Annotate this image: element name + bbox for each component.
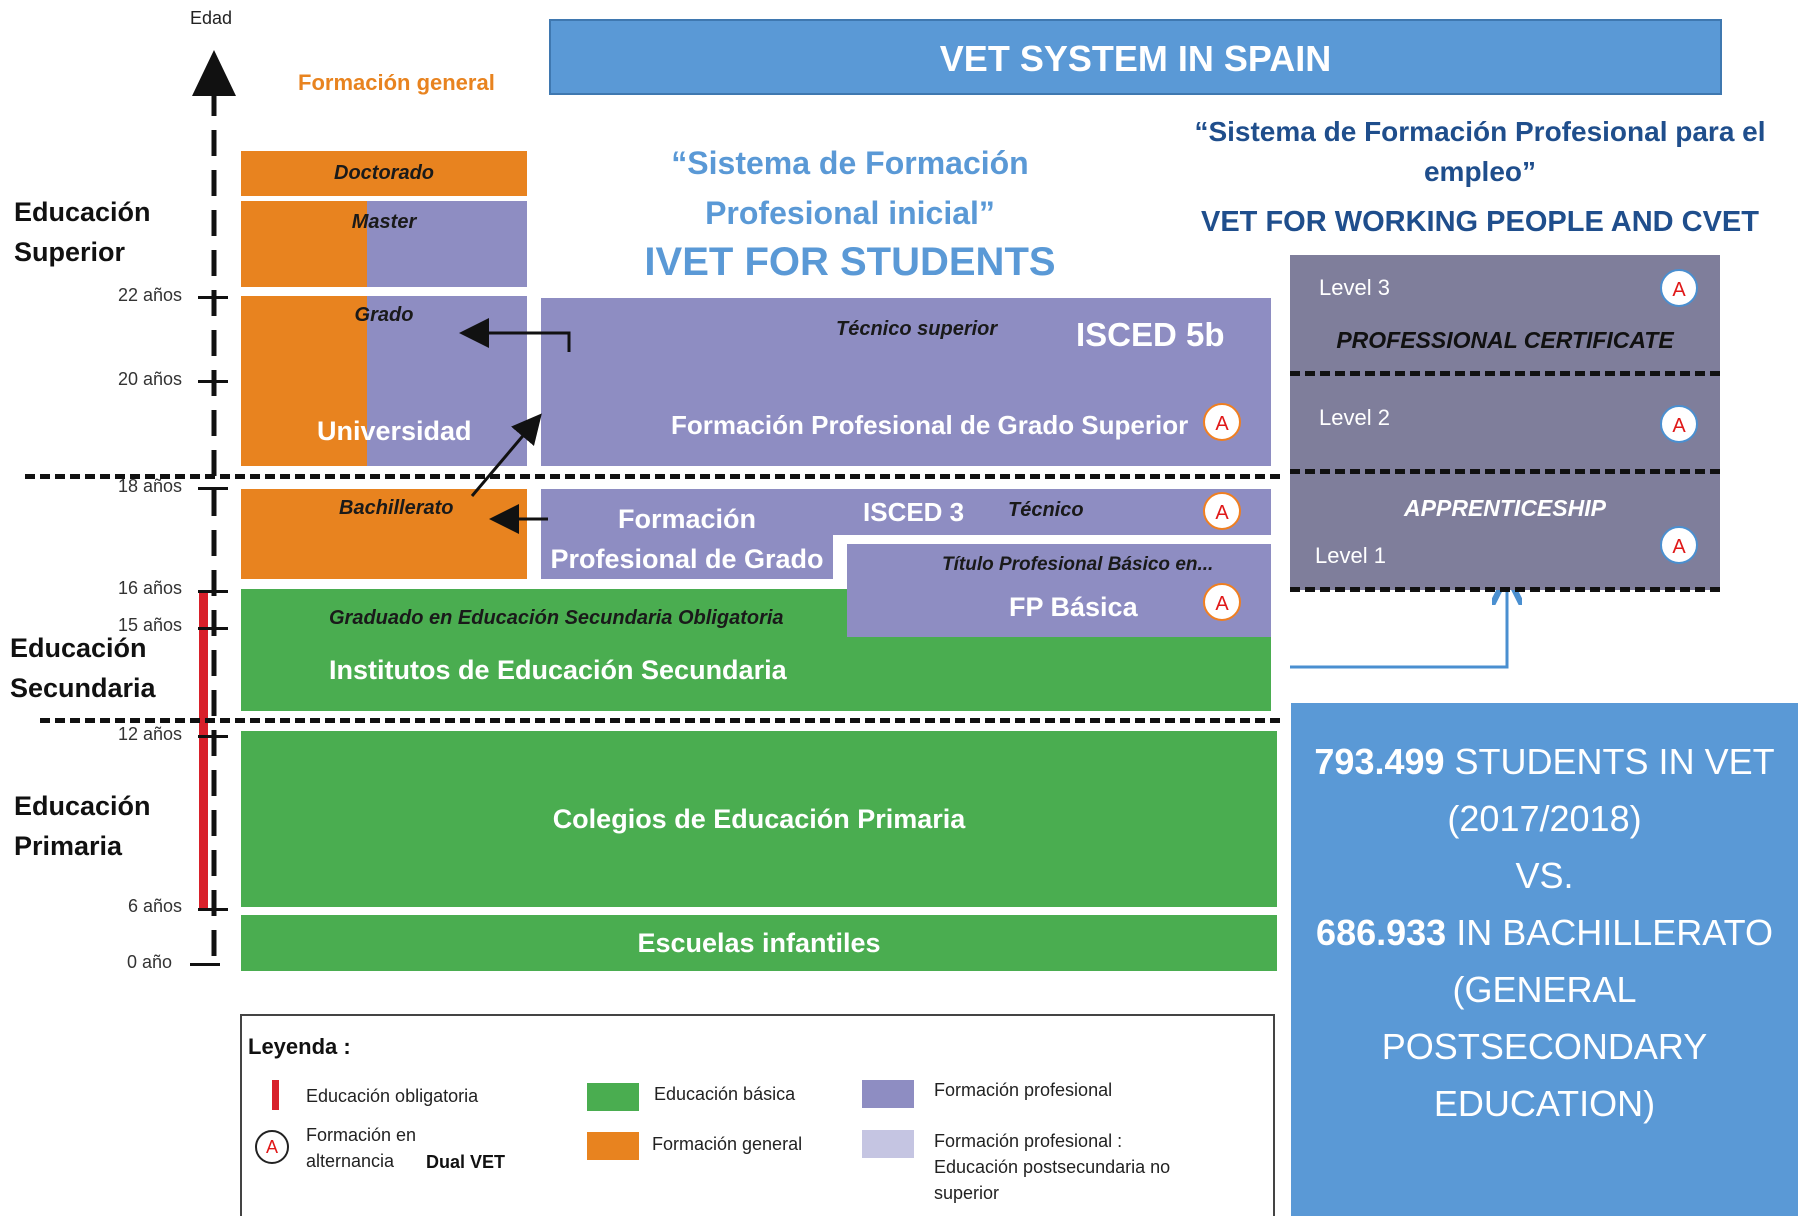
compulsory-education-bar: [199, 590, 208, 908]
age-axis: [192, 50, 236, 960]
alternancia-marker-fp-superior: A: [1203, 403, 1241, 441]
level3-label: Level 3: [1319, 275, 1390, 300]
master-label: Master: [351, 211, 417, 233]
cvet-separator-2: [1290, 469, 1720, 474]
legend-dual-label: Dual VET: [426, 1152, 506, 1172]
separator-18: [25, 474, 1280, 479]
institutos-label: Institutos de Educación Secundaria: [329, 655, 787, 685]
stats-box: 793.499 STUDENTS IN VET (2017/2018) VS. …: [1291, 703, 1798, 1216]
tecnico-label: Técnico: [1008, 499, 1084, 521]
separator-12: [40, 718, 1280, 723]
tick-6: [198, 908, 228, 911]
arrow-fp-superior-to-grado: [459, 318, 571, 352]
legend-profesional-label: Formación profesional: [934, 1080, 1113, 1100]
titulo-basico-label: Título Profesional Básico en...: [942, 554, 1214, 575]
age-12: 12 años: [117, 724, 182, 744]
escuelas-label: Escuelas infantiles: [637, 928, 881, 958]
legend-general-label: Formación general: [652, 1134, 803, 1154]
graduado-eso-label: Graduado en Educación Secundaria Obligat…: [329, 607, 784, 629]
professional-certificate-label: PROFESSIONAL CERTIFICATE: [1336, 327, 1674, 353]
legend-alternancia-icon: A: [255, 1130, 289, 1164]
stat-bach-text: IN BACHILLERATO (GENERAL POSTSECONDARY E…: [1381, 912, 1773, 1124]
cvet-quote: “Sistema de Formación Profesional para e…: [1194, 116, 1766, 187]
age-6: 6 años: [127, 896, 182, 916]
tick-12: [198, 735, 228, 738]
age-0: 0 año: [126, 952, 172, 972]
legend: Leyenda : Educación obligatoria A Formac…: [240, 1014, 1275, 1216]
tecnico-block: ISCED 3 Técnico: [833, 489, 1271, 535]
header-title: VET SYSTEM IN SPAIN: [939, 38, 1332, 79]
cvet-panel: Level 3 PROFESSIONAL CERTIFICATE Level 2…: [1290, 255, 1720, 590]
apprenticeship-label: APPRENTICESHIP: [1404, 495, 1606, 521]
tick-18: [198, 487, 228, 490]
header-banner: VET SYSTEM IN SPAIN: [549, 19, 1722, 95]
legend-title: Leyenda :: [248, 1034, 351, 1059]
cvet-separator-1: [1290, 371, 1720, 376]
axis-label: Edad: [190, 8, 233, 28]
legend-postsec-label: Formación profesional : Educación postse…: [934, 1131, 1171, 1203]
alternancia-marker-level3: A: [1660, 269, 1698, 307]
level2-label: Level 2: [1319, 405, 1390, 430]
stage-secundaria: Educación Secundaria: [10, 633, 156, 703]
age-18: 18 años: [117, 476, 182, 496]
alternancia-marker-level1: A: [1660, 526, 1698, 564]
stat-vet-text: STUDENTS IN VET (2017/2018): [1444, 741, 1775, 839]
escuelas-block: Escuelas infantiles: [241, 915, 1277, 971]
master-block: Master: [241, 201, 527, 287]
bachillerato-label: Bachillerato: [339, 497, 454, 519]
arrow-bachillerato-to-universidad: [470, 413, 542, 497]
legend-obligatoria-label: Educación obligatoria: [306, 1086, 479, 1106]
tick-16: [198, 590, 228, 593]
stats-text: 793.499 STUDENTS IN VET (2017/2018) VS. …: [1311, 733, 1778, 1132]
isced5b-label: ISCED 5b: [1076, 316, 1225, 353]
tick-20: [198, 380, 228, 383]
isced3-label: ISCED 3: [863, 497, 965, 527]
ivet-title: IVET FOR STUDENTS: [644, 240, 1056, 284]
cvet-separator-3: [1290, 587, 1720, 592]
doctorado-label: Doctorado: [334, 162, 434, 184]
alternancia-marker-fp-medio: A: [1203, 492, 1241, 530]
legend-profesional-swatch: [862, 1080, 914, 1108]
legend-obligatoria-swatch: [272, 1080, 279, 1110]
fp-basica-block: Título Profesional Básico en... FP Básic…: [847, 544, 1271, 637]
bachillerato-block: Bachillerato: [241, 489, 527, 579]
tick-15: [198, 627, 228, 630]
grado-label: Grado: [354, 304, 414, 326]
age-16: 16 años: [117, 578, 182, 598]
formacion-general-label: Formación general: [298, 70, 495, 95]
age-20: 20 años: [117, 369, 182, 389]
age-22: 22 años: [117, 285, 182, 305]
level1-label: Level 1: [1315, 543, 1386, 568]
fp-grado-superior-block: Técnico superior ISCED 5b Formación Prof…: [541, 298, 1271, 466]
alternancia-marker-level2: A: [1660, 405, 1698, 443]
legend-basica-label: Educación básica: [654, 1084, 796, 1104]
ivet-quote: “Sistema de Formación Profesional inicia…: [671, 145, 1029, 231]
axis-arrowhead-icon: [192, 50, 236, 96]
stage-superior: Educación Superior: [14, 197, 151, 267]
alternancia-marker-fp-basica: A: [1203, 583, 1241, 621]
colegios-label: Colegios de Educación Primaria: [552, 804, 966, 834]
age-15: 15 años: [117, 615, 182, 635]
legend-postsec-swatch: [862, 1130, 914, 1158]
legend-general-swatch: [587, 1132, 639, 1160]
stat-bach-students: 686.933: [1316, 912, 1447, 953]
legend-basica-swatch: [587, 1083, 639, 1111]
stat-vet-students: 793.499: [1314, 741, 1445, 782]
doctorado-block: Doctorado: [241, 151, 527, 196]
arrow-secundaria-to-cvet: [1290, 590, 1507, 669]
universidad-label: Universidad: [317, 416, 472, 446]
tecnico-superior-label: Técnico superior: [836, 318, 998, 340]
stage-primaria: Educación Primaria: [14, 791, 151, 861]
cvet-title: VET FOR WORKING PEOPLE AND CVET: [1200, 206, 1759, 238]
tick-0: [190, 963, 220, 966]
colegios-block: Colegios de Educación Primaria: [241, 731, 1277, 907]
fp-grado-superior-label: Formación Profesional de Grado Superior: [671, 410, 1189, 440]
legend-alternancia-label: Formación en alternancia: [306, 1125, 417, 1171]
fp-basica-label: FP Básica: [1009, 592, 1138, 622]
stat-vs: VS.: [1515, 855, 1574, 896]
tick-22: [198, 296, 228, 299]
